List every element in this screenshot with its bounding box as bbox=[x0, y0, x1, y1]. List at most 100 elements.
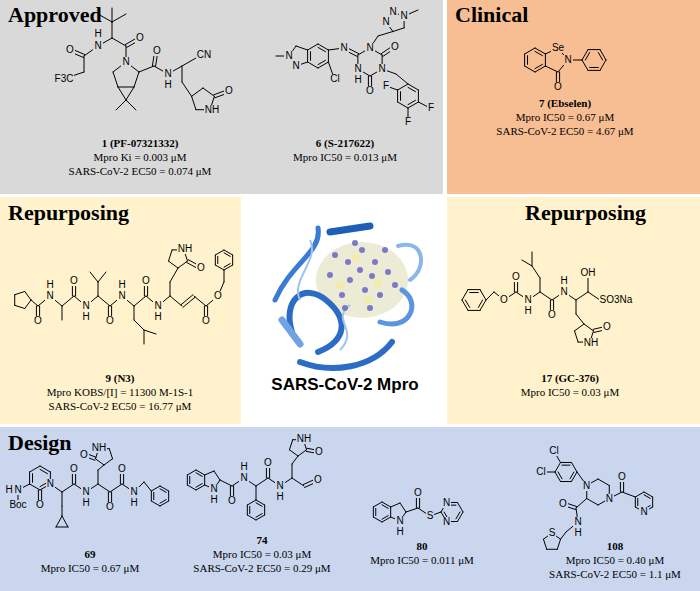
protein-part bbox=[380, 290, 412, 324]
atom-label: O bbox=[196, 263, 206, 273]
bond-line bbox=[90, 272, 98, 282]
activity-value: Mpro IC50 = 0.013 μM bbox=[293, 151, 397, 164]
bond-line bbox=[588, 49, 600, 50]
bond-line bbox=[168, 491, 169, 501]
bond-line bbox=[256, 515, 265, 520]
atom-label: OH bbox=[580, 268, 597, 278]
atom-label: NH bbox=[296, 434, 312, 444]
atom-label: N bbox=[93, 41, 102, 51]
bond-line bbox=[109, 449, 112, 459]
bond-line bbox=[151, 491, 152, 501]
bond-line bbox=[644, 495, 650, 499]
protein-part bbox=[364, 296, 372, 304]
bond-line bbox=[224, 253, 230, 257]
atom-label: N bbox=[399, 11, 408, 21]
bond-line bbox=[215, 265, 224, 270]
atom-label: SO3Na bbox=[599, 295, 634, 305]
bond-line bbox=[470, 292, 479, 293]
compound-label: 17 (GC-376) bbox=[541, 372, 599, 385]
atom-label: N bbox=[275, 481, 284, 491]
protein-part bbox=[339, 292, 345, 298]
protein-part bbox=[372, 259, 378, 265]
bond-line bbox=[535, 64, 542, 68]
bond-line bbox=[532, 252, 533, 266]
protein-part bbox=[352, 240, 358, 246]
bond-line bbox=[224, 265, 233, 270]
atom-label: O bbox=[105, 316, 115, 326]
bond-line bbox=[576, 499, 587, 509]
bond-line bbox=[215, 255, 216, 265]
atom-label: O bbox=[105, 502, 115, 512]
bond-line bbox=[153, 492, 154, 499]
atom-label: F bbox=[404, 117, 412, 127]
atom-label: O bbox=[79, 450, 89, 460]
bond-line bbox=[570, 472, 574, 479]
protein-part bbox=[352, 254, 360, 262]
bond-line bbox=[396, 74, 408, 84]
bond-line bbox=[590, 67, 599, 68]
bond-line bbox=[547, 549, 558, 550]
activity-value: SARS-CoV-2 EC50 = 0.074 μM bbox=[69, 165, 212, 178]
activity-value: Mpro IC50 = 0.03 μM bbox=[521, 386, 620, 399]
atom-label: NH bbox=[91, 443, 107, 453]
atom-label: H bbox=[93, 29, 102, 39]
bond-line bbox=[373, 517, 382, 522]
bond-line bbox=[224, 270, 225, 282]
bond-line bbox=[408, 87, 415, 91]
atom-label: O bbox=[547, 310, 557, 320]
activity-value: SARS-CoV-2 EC50 = 1.1 μM bbox=[549, 568, 681, 581]
atom-label: O bbox=[117, 464, 127, 474]
bond-line bbox=[588, 70, 600, 71]
atom-label: S bbox=[548, 528, 557, 538]
bond-line bbox=[15, 291, 25, 294]
atom-label: N bbox=[605, 494, 614, 504]
atom-label: O bbox=[390, 42, 400, 52]
bond-line bbox=[561, 481, 572, 482]
bond-line bbox=[582, 60, 588, 70]
protein-part bbox=[282, 320, 300, 344]
bond-line bbox=[98, 296, 110, 306]
atom-label: O bbox=[152, 46, 162, 56]
bond-line bbox=[465, 300, 469, 307]
atom-label: N bbox=[381, 17, 390, 27]
bond-line bbox=[635, 497, 636, 507]
bond-line bbox=[622, 492, 635, 497]
activity-value: Mpro KOBS/[I] = 11300 M-1S-1 bbox=[47, 386, 193, 399]
bond-line bbox=[576, 314, 584, 324]
bond-line bbox=[486, 292, 494, 300]
bond-line bbox=[637, 498, 638, 505]
bond-line bbox=[160, 501, 169, 506]
bond-line bbox=[126, 87, 134, 100]
protein-part bbox=[367, 305, 373, 311]
bond-line bbox=[168, 250, 172, 261]
bond-line bbox=[151, 486, 160, 491]
bond-line bbox=[378, 32, 393, 37]
bond-line bbox=[134, 296, 146, 306]
protein-part bbox=[347, 277, 353, 283]
panel-background bbox=[447, 0, 700, 194]
bond-line bbox=[192, 96, 196, 109]
activity-value: SARS-CoV-2 EC50 = 0.29 μM bbox=[193, 562, 330, 575]
bond-line bbox=[139, 66, 154, 72]
atom-label: O bbox=[558, 499, 568, 509]
protein-part bbox=[374, 279, 382, 287]
bond-line bbox=[561, 532, 566, 539]
bond-line bbox=[62, 506, 63, 516]
bond-line bbox=[98, 282, 99, 296]
bond-line bbox=[532, 266, 540, 278]
bond-line bbox=[112, 14, 126, 22]
bond-line bbox=[182, 66, 183, 82]
atom-label: F bbox=[427, 103, 435, 113]
atom-label: N bbox=[117, 291, 126, 301]
bond-line bbox=[540, 278, 541, 292]
activity-value: SARS-CoV-2 EC50 = 4.67 μM bbox=[496, 125, 633, 138]
atom-label: O bbox=[602, 322, 612, 332]
atom-label: N bbox=[523, 295, 532, 305]
bond-line bbox=[160, 486, 169, 491]
atom-label: O bbox=[499, 295, 509, 305]
atom-label: O bbox=[69, 464, 79, 474]
category-panel: Repurposing17 (GC-376)Mpro IC50 = 0.03 μ… bbox=[447, 197, 700, 424]
atom-label: N bbox=[239, 473, 248, 483]
bond-line bbox=[256, 478, 268, 486]
